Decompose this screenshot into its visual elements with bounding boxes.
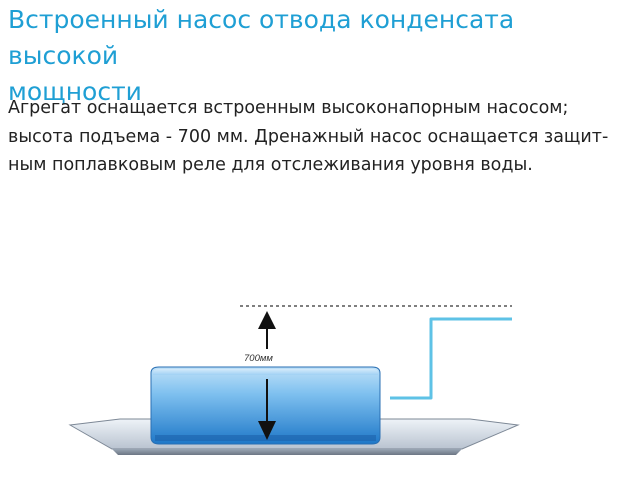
ceiling-panel-edge xyxy=(112,449,462,455)
description-line-2: высота подъема - 700 мм. Дренажный насос… xyxy=(8,126,609,147)
section-title-line-2: мощности xyxy=(8,77,142,106)
section-description: Агрегат оснащается встроенным высоконапо… xyxy=(8,94,618,180)
description-line-3: ным поплавковым реле для отслеживания ур… xyxy=(8,155,533,175)
section-title-line-1: Встроенный насос отвода конденсата высок… xyxy=(8,5,515,70)
section-title: Встроенный насос отвода конденсата высок… xyxy=(8,2,613,110)
pump-unit xyxy=(150,366,381,445)
pump-diagram: 700мм xyxy=(68,305,520,455)
height-dimension-arrow xyxy=(258,311,276,440)
height-dimension-label: 700мм xyxy=(244,353,273,364)
drain-pipe xyxy=(390,317,512,400)
description-line-1: Агрегат оснащается встроенным высоконапо… xyxy=(8,98,569,118)
